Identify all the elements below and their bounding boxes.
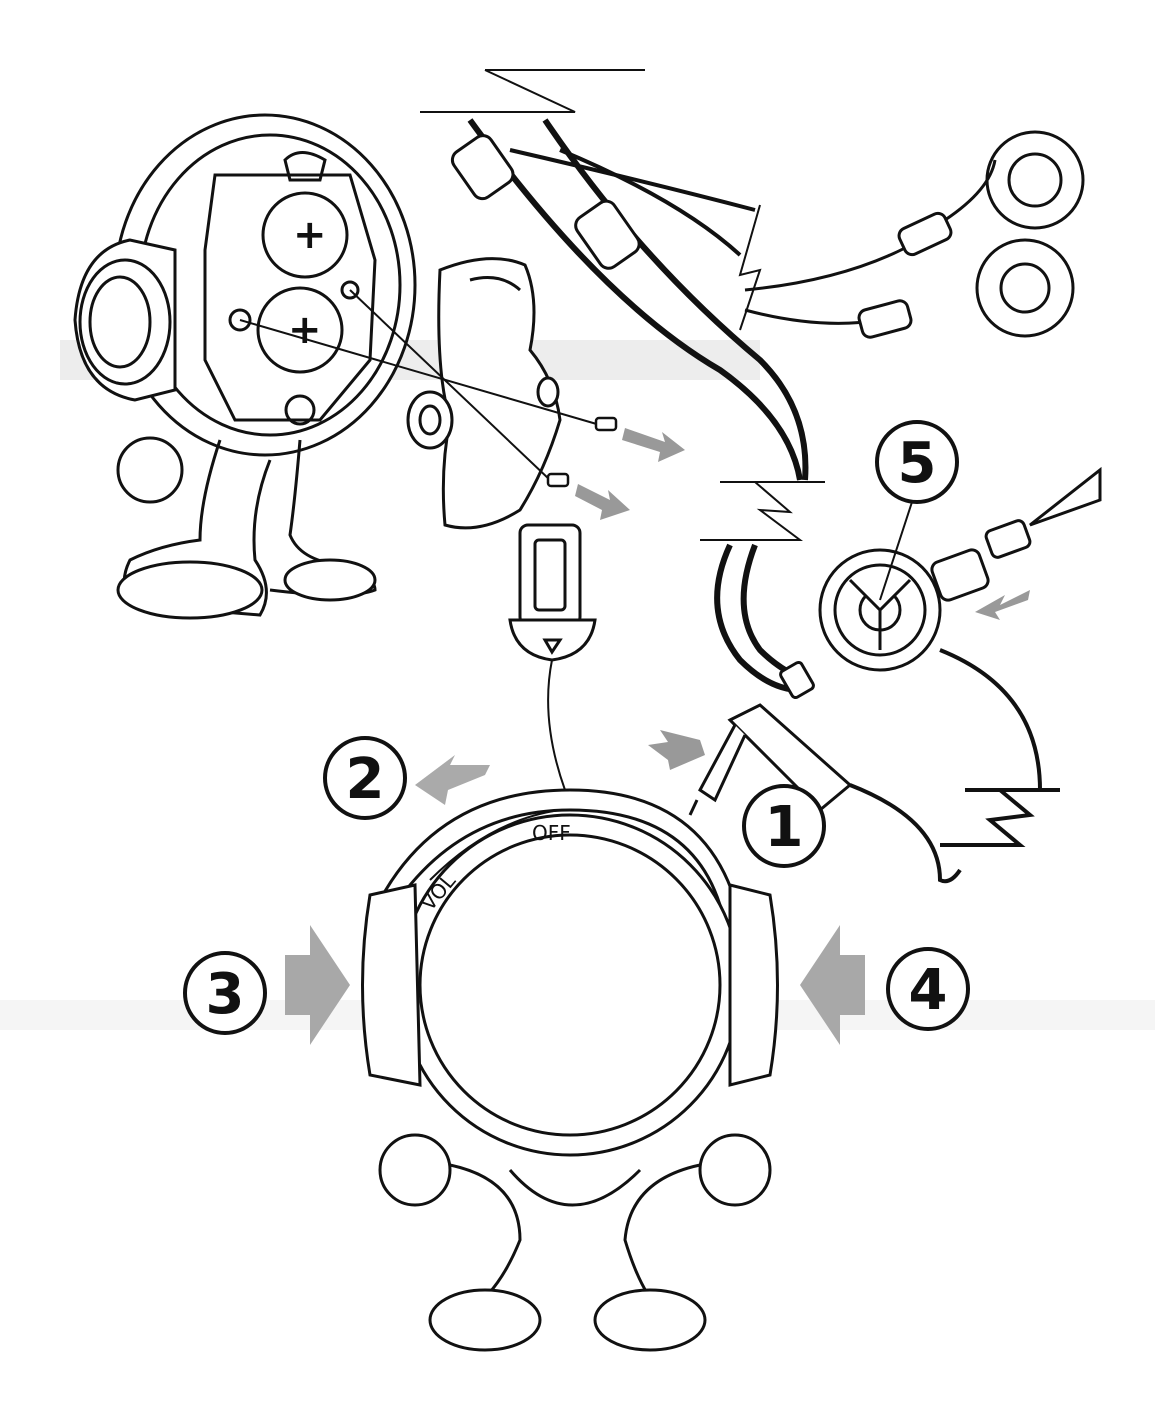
back-view-legs	[116, 436, 377, 620]
robot-front-view	[361, 788, 779, 1352]
screw-guides	[239, 289, 601, 481]
screw-upper	[594, 416, 618, 432]
callout-1-circle	[742, 784, 826, 868]
callout-5-leader	[879, 501, 913, 601]
battery-bottom	[256, 286, 344, 374]
press-arrow-left	[285, 925, 350, 1045]
left-earcup	[73, 238, 177, 402]
callout-2-circle	[323, 736, 407, 820]
adapter-arrows	[975, 590, 1030, 620]
screw-arrows	[575, 428, 685, 520]
cable-break-mid	[700, 481, 825, 541]
callout-1: 1	[765, 795, 804, 860]
robot-back-view	[73, 113, 417, 620]
screws	[546, 416, 618, 488]
callout-3-circle	[183, 951, 267, 1035]
battery-plus-top: +	[293, 212, 327, 258]
screw-lower	[546, 472, 570, 488]
callout-3: 3	[206, 962, 245, 1027]
slide-arrow-2	[415, 755, 490, 805]
press-arrow-right	[800, 925, 865, 1045]
callout-circles	[183, 420, 970, 1035]
front-left-earcup	[361, 883, 422, 1087]
audio-plug	[688, 703, 853, 816]
callout-4-circle	[886, 947, 970, 1031]
battery-compartment	[203, 151, 377, 426]
plug-arrow	[648, 730, 705, 770]
callout-4: 4	[909, 958, 948, 1023]
earphone-cables	[420, 69, 921, 481]
battery-top	[261, 191, 349, 279]
cable-ferrites	[450, 134, 641, 270]
plug-cable	[849, 648, 1060, 884]
callout-2: 2	[346, 747, 385, 812]
callout-5-circle	[875, 420, 959, 504]
earbud-lower	[857, 238, 1075, 339]
earbud-upper	[897, 130, 1085, 257]
front-right-earcup	[728, 883, 779, 1087]
belt-clip-part	[406, 257, 562, 530]
inline-adapter	[779, 466, 1102, 700]
hanging-clip	[508, 523, 597, 791]
off-label: OFF	[532, 821, 571, 845]
callout-5: 5	[898, 431, 937, 496]
battery-plus-bottom: +	[288, 307, 322, 353]
